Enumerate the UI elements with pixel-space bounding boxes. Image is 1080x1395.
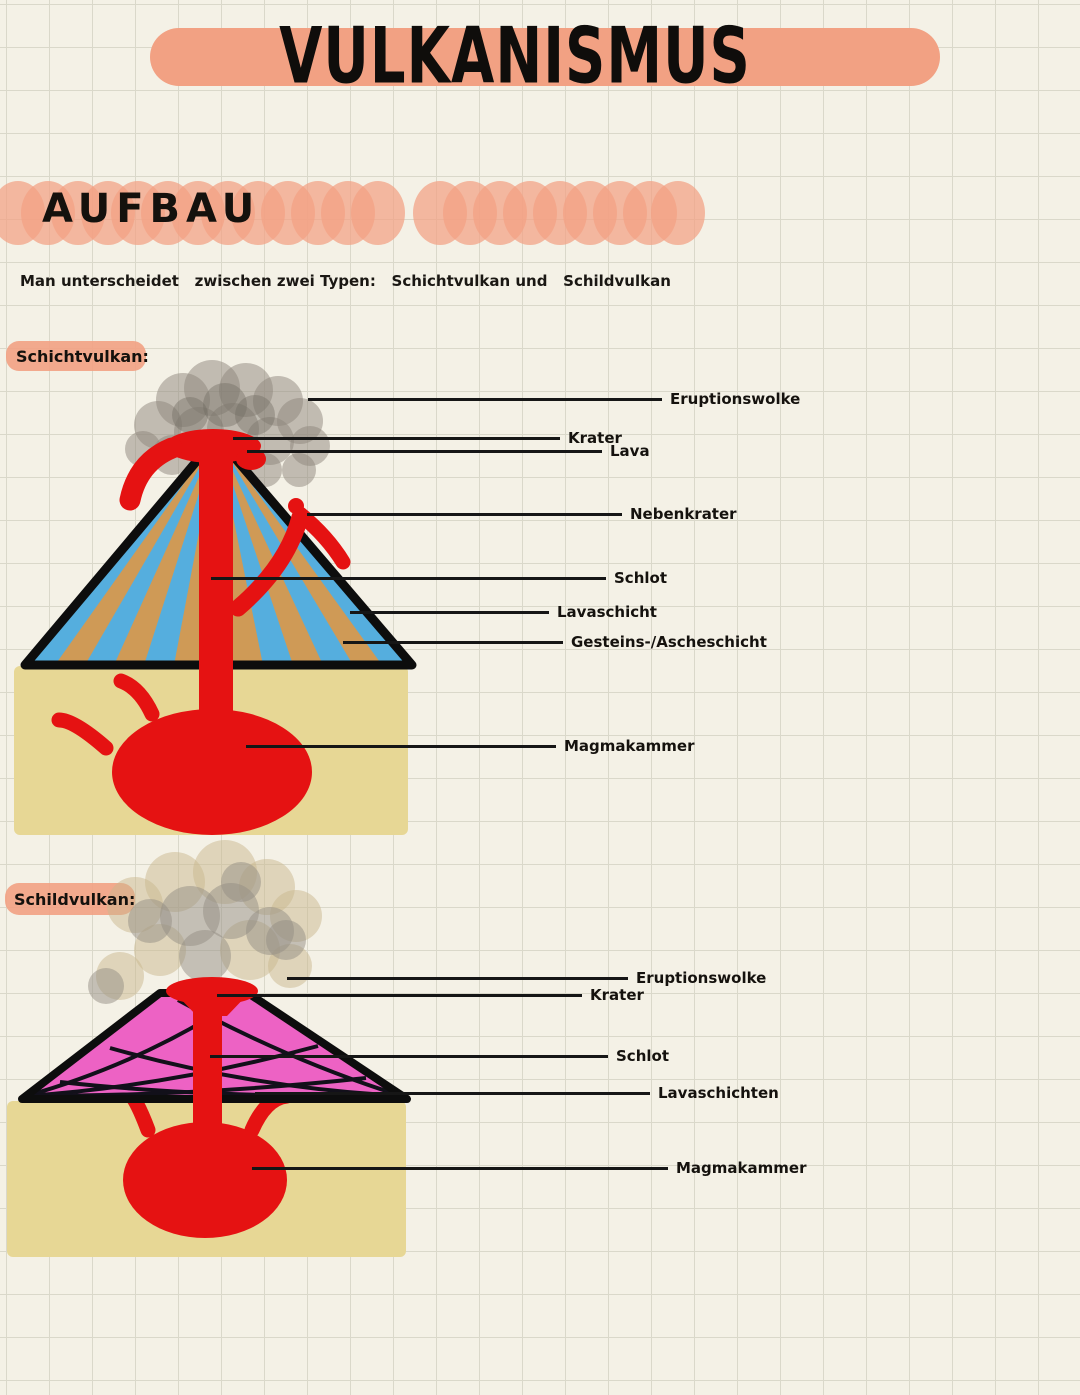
- callout-strato-magma-chamber: Magmakammer: [246, 737, 694, 755]
- callout-strato-eruption-cloud: Eruptionswolke: [308, 390, 800, 408]
- callout-line: [255, 1091, 650, 1095]
- callout-shield-crater: Krater: [217, 986, 644, 1004]
- callout-line: [308, 397, 662, 401]
- callout-label: Magmakammer: [564, 737, 695, 755]
- callout-line: [343, 640, 563, 644]
- callout-label: Nebenkrater: [630, 505, 737, 523]
- callout-strato-rock-ash-layer: Gesteins-/Ascheschicht: [343, 633, 767, 651]
- callout-line: [287, 976, 628, 980]
- callout-label: Krater: [568, 429, 622, 447]
- strato-heading: Schichtvulkan:: [16, 347, 149, 366]
- callout-strato-side-crater: Nebenkrater: [307, 505, 737, 523]
- callout-shield-eruption-cloud: Eruptionswolke: [287, 969, 766, 987]
- shield-heading: Schildvulkan:: [14, 890, 136, 909]
- shield-diagram: [7, 840, 411, 1257]
- callout-line: [246, 744, 556, 748]
- callout-strato-vent: Schlot: [211, 569, 667, 587]
- callout-label: Eruptionswolke: [636, 969, 767, 987]
- callout-label: Lavaschicht: [557, 603, 657, 621]
- callout-line: [233, 436, 560, 440]
- callout-line: [252, 1166, 668, 1170]
- callout-line: [210, 1054, 608, 1058]
- section-heading: AUFBAU: [42, 186, 261, 232]
- strato-heading-badge: [6, 341, 146, 371]
- callout-label: Lavaschichten: [658, 1084, 779, 1102]
- shield-heading-badge: [5, 883, 135, 915]
- strato-side-crater: [229, 498, 351, 617]
- callout-shield-vent: Schlot: [210, 1047, 669, 1065]
- callout-strato-lava-layer: Lavaschicht: [350, 603, 657, 621]
- callout-strato-lava: Lava: [247, 442, 650, 460]
- callout-line: [247, 449, 602, 453]
- callout-line: [307, 512, 622, 516]
- callout-line: [211, 576, 606, 580]
- strato-diagram: [14, 360, 417, 835]
- callout-line: [217, 993, 582, 997]
- callout-label: Krater: [590, 986, 644, 1004]
- callout-label: Eruptionswolke: [670, 390, 801, 408]
- section-heading-circles: [0, 181, 705, 245]
- shield-vent-pipe: [193, 995, 222, 1150]
- callout-shield-lava-layers: Lavaschichten: [255, 1084, 779, 1102]
- callout-label: Gesteins-/Ascheschicht: [571, 633, 767, 651]
- page-title: VULKANISMUS: [279, 12, 751, 102]
- callout-shield-magma-chamber: Magmakammer: [252, 1159, 806, 1177]
- intro-text: Man unterscheidet zwischen zwei Typen: S…: [20, 272, 671, 290]
- callout-line: [350, 610, 549, 614]
- callout-label: Schlot: [614, 569, 667, 587]
- callout-label: Magmakammer: [676, 1159, 807, 1177]
- shield-crater: [166, 977, 258, 1016]
- callout-strato-crater: Krater: [233, 429, 622, 447]
- callout-label: Schlot: [616, 1047, 669, 1065]
- callout-label: Lava: [610, 442, 650, 460]
- title-highlight-pill: [150, 28, 940, 86]
- strato-vent-pipe: [199, 448, 233, 788]
